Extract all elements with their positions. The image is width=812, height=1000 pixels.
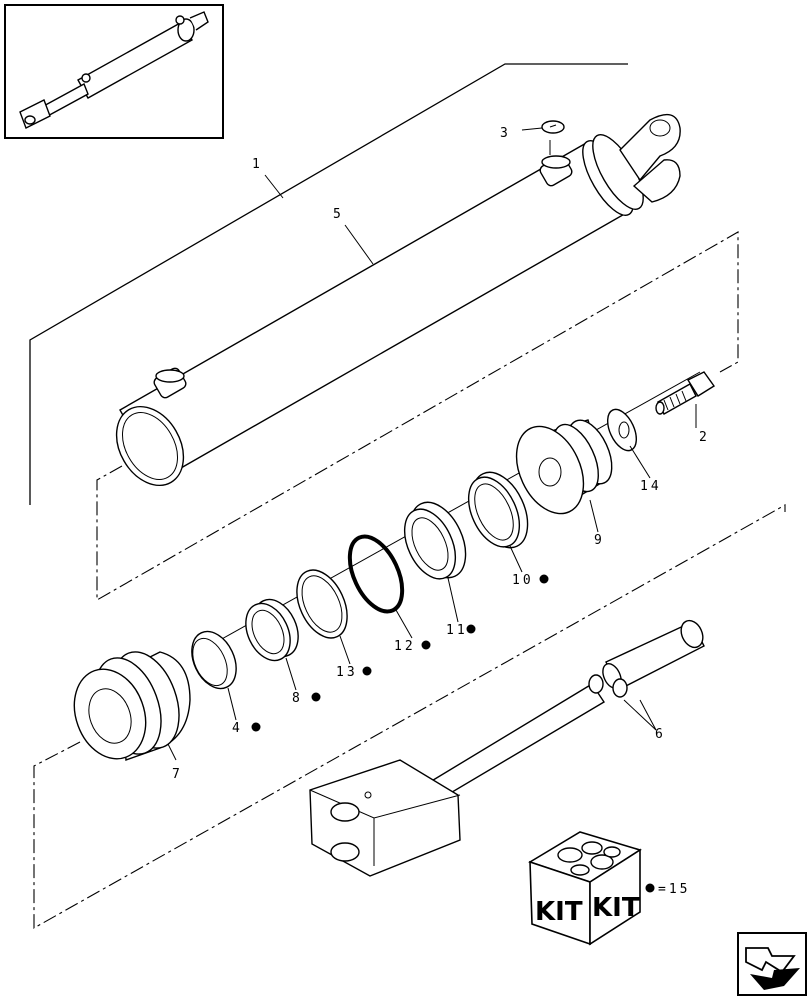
gland-part [73, 651, 191, 761]
callout-1-bracket [29, 63, 628, 505]
callout-8: 8 [292, 691, 300, 706]
callout-labels: 1 2 3 4 5 6 7 8 9 10 11 12 13 14 [172, 126, 707, 782]
rod-group-dashline [33, 504, 786, 929]
callout-14: 14 [640, 479, 662, 494]
port-cap-part [541, 120, 565, 134]
kit-label-left: KIT [535, 897, 583, 927]
rod-part [309, 619, 705, 877]
barrel-part [115, 113, 681, 487]
kit-label-right: KIT [592, 893, 640, 923]
kit-box-icon: KIT KIT [528, 831, 642, 946]
kit-markers [251, 574, 549, 732]
kit-marker-10 [539, 574, 549, 584]
callout-12: 12 [394, 639, 416, 654]
washer-part [606, 408, 638, 452]
seal-4-part [191, 630, 237, 690]
kit-marker-12 [421, 640, 431, 650]
kit-marker-8 [311, 692, 321, 702]
kit-legend-text: =15 [658, 882, 690, 897]
callout-1: 1 [252, 157, 260, 172]
kit-legend: =15 [645, 882, 690, 897]
callout-7: 7 [172, 767, 180, 782]
callout-4: 4 [232, 721, 240, 736]
next-page-arrow-icon[interactable] [737, 932, 807, 996]
callout-9: 9 [594, 533, 602, 548]
callout-3: 3 [500, 126, 508, 141]
bolt-part [655, 371, 716, 415]
seal-11-part [403, 501, 467, 580]
piston-group-dashline [96, 231, 739, 601]
callout-13: 13 [336, 665, 358, 680]
o-ring-part [347, 534, 405, 614]
callout-2: 2 [699, 430, 707, 445]
piston-part [515, 419, 613, 515]
callout-10: 10 [512, 573, 534, 588]
kit-marker-4 [251, 722, 261, 732]
seal-10-part [467, 471, 529, 549]
piston-axis [219, 371, 701, 641]
overview-thumbnail[interactable] [4, 4, 224, 139]
kit-legend-bullet [645, 883, 655, 893]
kit-box-fittings [557, 841, 621, 876]
callout-5: 5 [333, 207, 341, 222]
callout-6: 6 [655, 727, 663, 742]
callout-11: 11 [446, 623, 468, 638]
seal-13-part [296, 569, 348, 639]
kit-marker-11 [466, 624, 476, 634]
leader-lines [167, 127, 697, 761]
overview-cylinder-icon [19, 11, 209, 129]
bushing-part [245, 598, 299, 662]
kit-marker-13 [362, 666, 372, 676]
